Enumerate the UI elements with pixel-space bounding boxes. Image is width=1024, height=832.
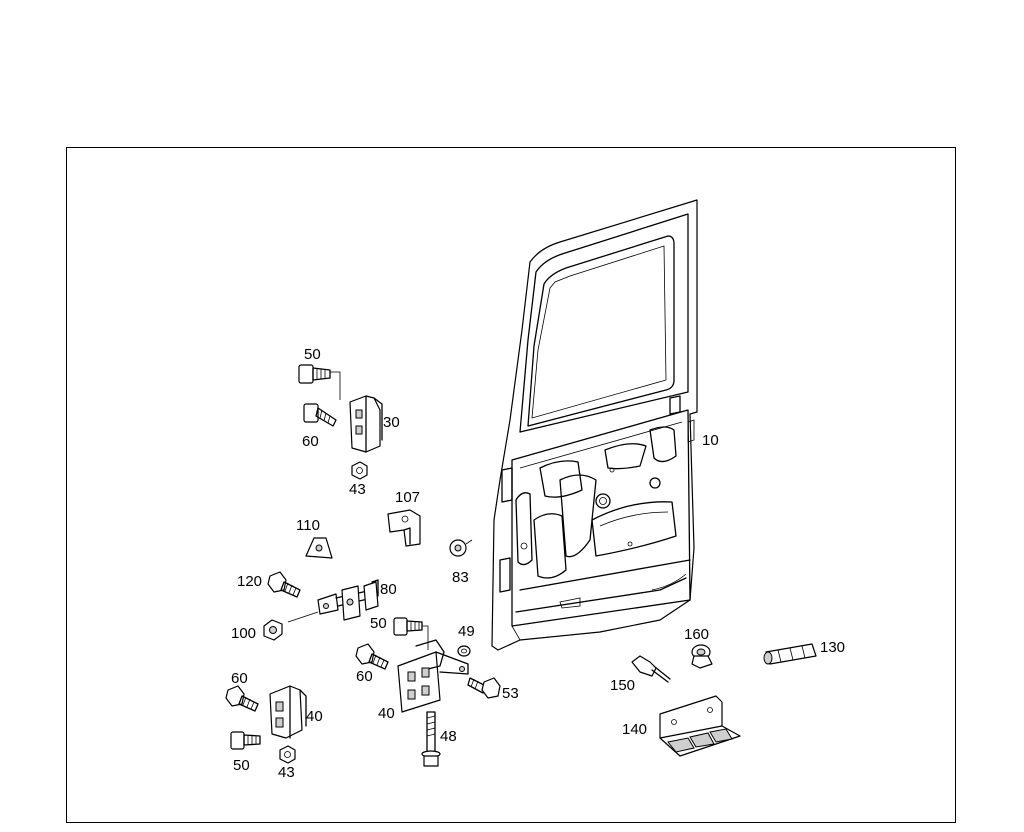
door-panel[interactable] (491, 199, 698, 651)
label-40-left: 40 (306, 708, 323, 725)
label-130: 130 (820, 639, 845, 656)
bolt-50-top[interactable] (298, 364, 331, 384)
label-53: 53 (502, 685, 519, 702)
pin-150[interactable] (631, 655, 671, 683)
nut-43-lower[interactable] (279, 745, 296, 764)
label-100: 100 (231, 625, 256, 642)
bolt-120[interactable] (267, 571, 301, 598)
label-60-low: 60 (231, 670, 248, 687)
label-120: 120 (237, 573, 262, 590)
label-110: 110 (296, 517, 320, 534)
label-50-low: 50 (233, 757, 250, 774)
hinge-lower-left[interactable] (269, 685, 307, 739)
label-40-right: 40 (378, 705, 395, 722)
label-43-lower: 43 (278, 764, 295, 781)
clip-83[interactable] (449, 539, 473, 557)
bolt-48[interactable] (421, 711, 441, 767)
bush-160[interactable] (691, 644, 713, 669)
label-50-mid: 50 (370, 615, 387, 632)
label-10: 10 (702, 432, 719, 449)
nut-43-upper[interactable] (351, 461, 368, 480)
nut-100[interactable] (263, 619, 283, 641)
bracket-110[interactable] (305, 537, 333, 559)
label-150: 150 (610, 677, 635, 694)
bracket-107[interactable] (387, 509, 421, 547)
label-80: 80 (380, 581, 397, 598)
bolt-53[interactable] (467, 677, 501, 699)
label-83: 83 (452, 569, 469, 586)
label-107: 107 (395, 489, 420, 506)
label-43-upper: 43 (349, 481, 366, 498)
label-30: 30 (383, 414, 400, 431)
label-49: 49 (458, 623, 475, 640)
label-60-mid: 60 (356, 668, 373, 685)
label-60-top: 60 (302, 433, 319, 450)
label-160: 160 (684, 626, 709, 643)
label-140: 140 (622, 721, 647, 738)
bolt-60-top[interactable] (303, 403, 337, 427)
hinge-lower-right[interactable] (397, 639, 469, 713)
bolt-60-low[interactable] (225, 685, 259, 712)
label-48: 48 (440, 728, 457, 745)
washer-49[interactable] (457, 645, 471, 657)
door-stop-80[interactable] (317, 579, 379, 621)
rubber-130[interactable] (763, 643, 817, 665)
step-140[interactable] (659, 695, 741, 757)
hinge-upper[interactable] (349, 395, 383, 453)
label-50-top: 50 (304, 346, 321, 363)
bolt-60-mid[interactable] (355, 643, 389, 670)
bolt-50-mid[interactable] (393, 617, 423, 636)
bolt-50-low[interactable] (230, 731, 261, 750)
